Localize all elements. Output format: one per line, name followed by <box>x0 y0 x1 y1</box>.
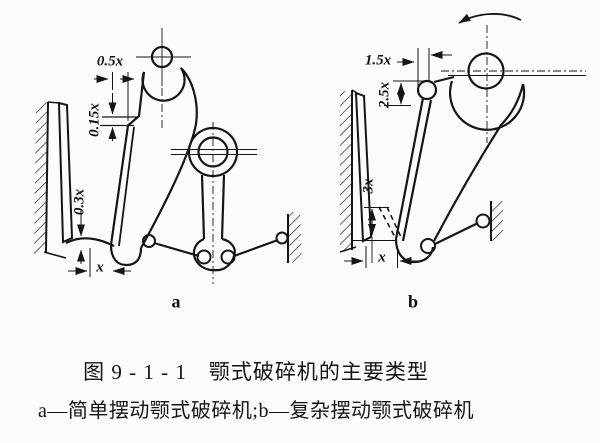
discharge-lip-curve <box>65 237 115 247</box>
eccentric-head-outline <box>449 80 526 131</box>
pivot-head-outline <box>141 67 186 102</box>
toggle-joint <box>142 234 156 248</box>
jaw-bottom-round <box>394 238 435 264</box>
anchor-joint <box>275 231 289 245</box>
jaw-liner-line <box>118 126 135 247</box>
dimensions-a <box>68 72 139 277</box>
fixed-wall-left-b <box>339 89 358 253</box>
motion-locus-dashed <box>378 206 402 240</box>
dim-label-top-throw-a: 0.5x <box>96 53 124 70</box>
jaw-crusher-line-art <box>34 13 586 284</box>
wall-hatching <box>491 201 503 241</box>
dim-label-lower-vertical-b: 3x <box>360 178 377 194</box>
pitman-foot <box>192 237 236 272</box>
wall-hatching <box>288 211 302 263</box>
fixed-jaw-plate-a <box>57 101 115 247</box>
fixed-wall-left-a <box>34 101 67 259</box>
toggle-joint <box>196 249 212 265</box>
figure-caption-title: 图 9 - 1 - 1 颚式破碎机的主要类型 <box>83 360 429 384</box>
dim-label-discharge-a: x <box>96 259 104 276</box>
anchor-joint <box>475 213 491 229</box>
subfigure-label-a: a <box>171 291 181 312</box>
rotation-arrow-icon <box>458 13 522 24</box>
eccentric-ring-outer <box>187 126 239 178</box>
swing-jaw-a <box>109 28 198 267</box>
toggle-plate-right <box>233 238 279 258</box>
diagram-a <box>34 28 302 284</box>
dim-label-top-vertical-b: 2.5x <box>376 81 393 109</box>
dim-label-top-throw-b: 1.5x <box>364 52 392 69</box>
toggle-plates-a <box>142 211 302 263</box>
connecting-rod-a <box>171 122 257 284</box>
jaw-bottom-round <box>109 244 143 267</box>
wall-hatching <box>340 90 352 252</box>
dimensions-b <box>344 48 452 268</box>
wall-hatching <box>34 102 48 254</box>
toggle-plate-left <box>153 241 200 258</box>
toggle-plate-b <box>434 201 503 245</box>
subfigure-label-b: b <box>407 291 419 312</box>
toggle-joint <box>220 249 236 265</box>
figure-caption-legend: a—简单摆动颚式破碎机;b—复杂摆动颚式破碎机 <box>38 400 474 422</box>
toggle-joint <box>420 238 436 254</box>
dim-label-step-a: 0.15x <box>86 103 103 137</box>
dim-label-lower-gap-a: 0.3x <box>71 188 88 216</box>
diagram-b <box>339 13 586 268</box>
dim-label-discharge-b: x <box>378 249 386 266</box>
fixed-jaw-plate-b <box>352 91 397 243</box>
upper-joint-circle <box>416 79 438 101</box>
